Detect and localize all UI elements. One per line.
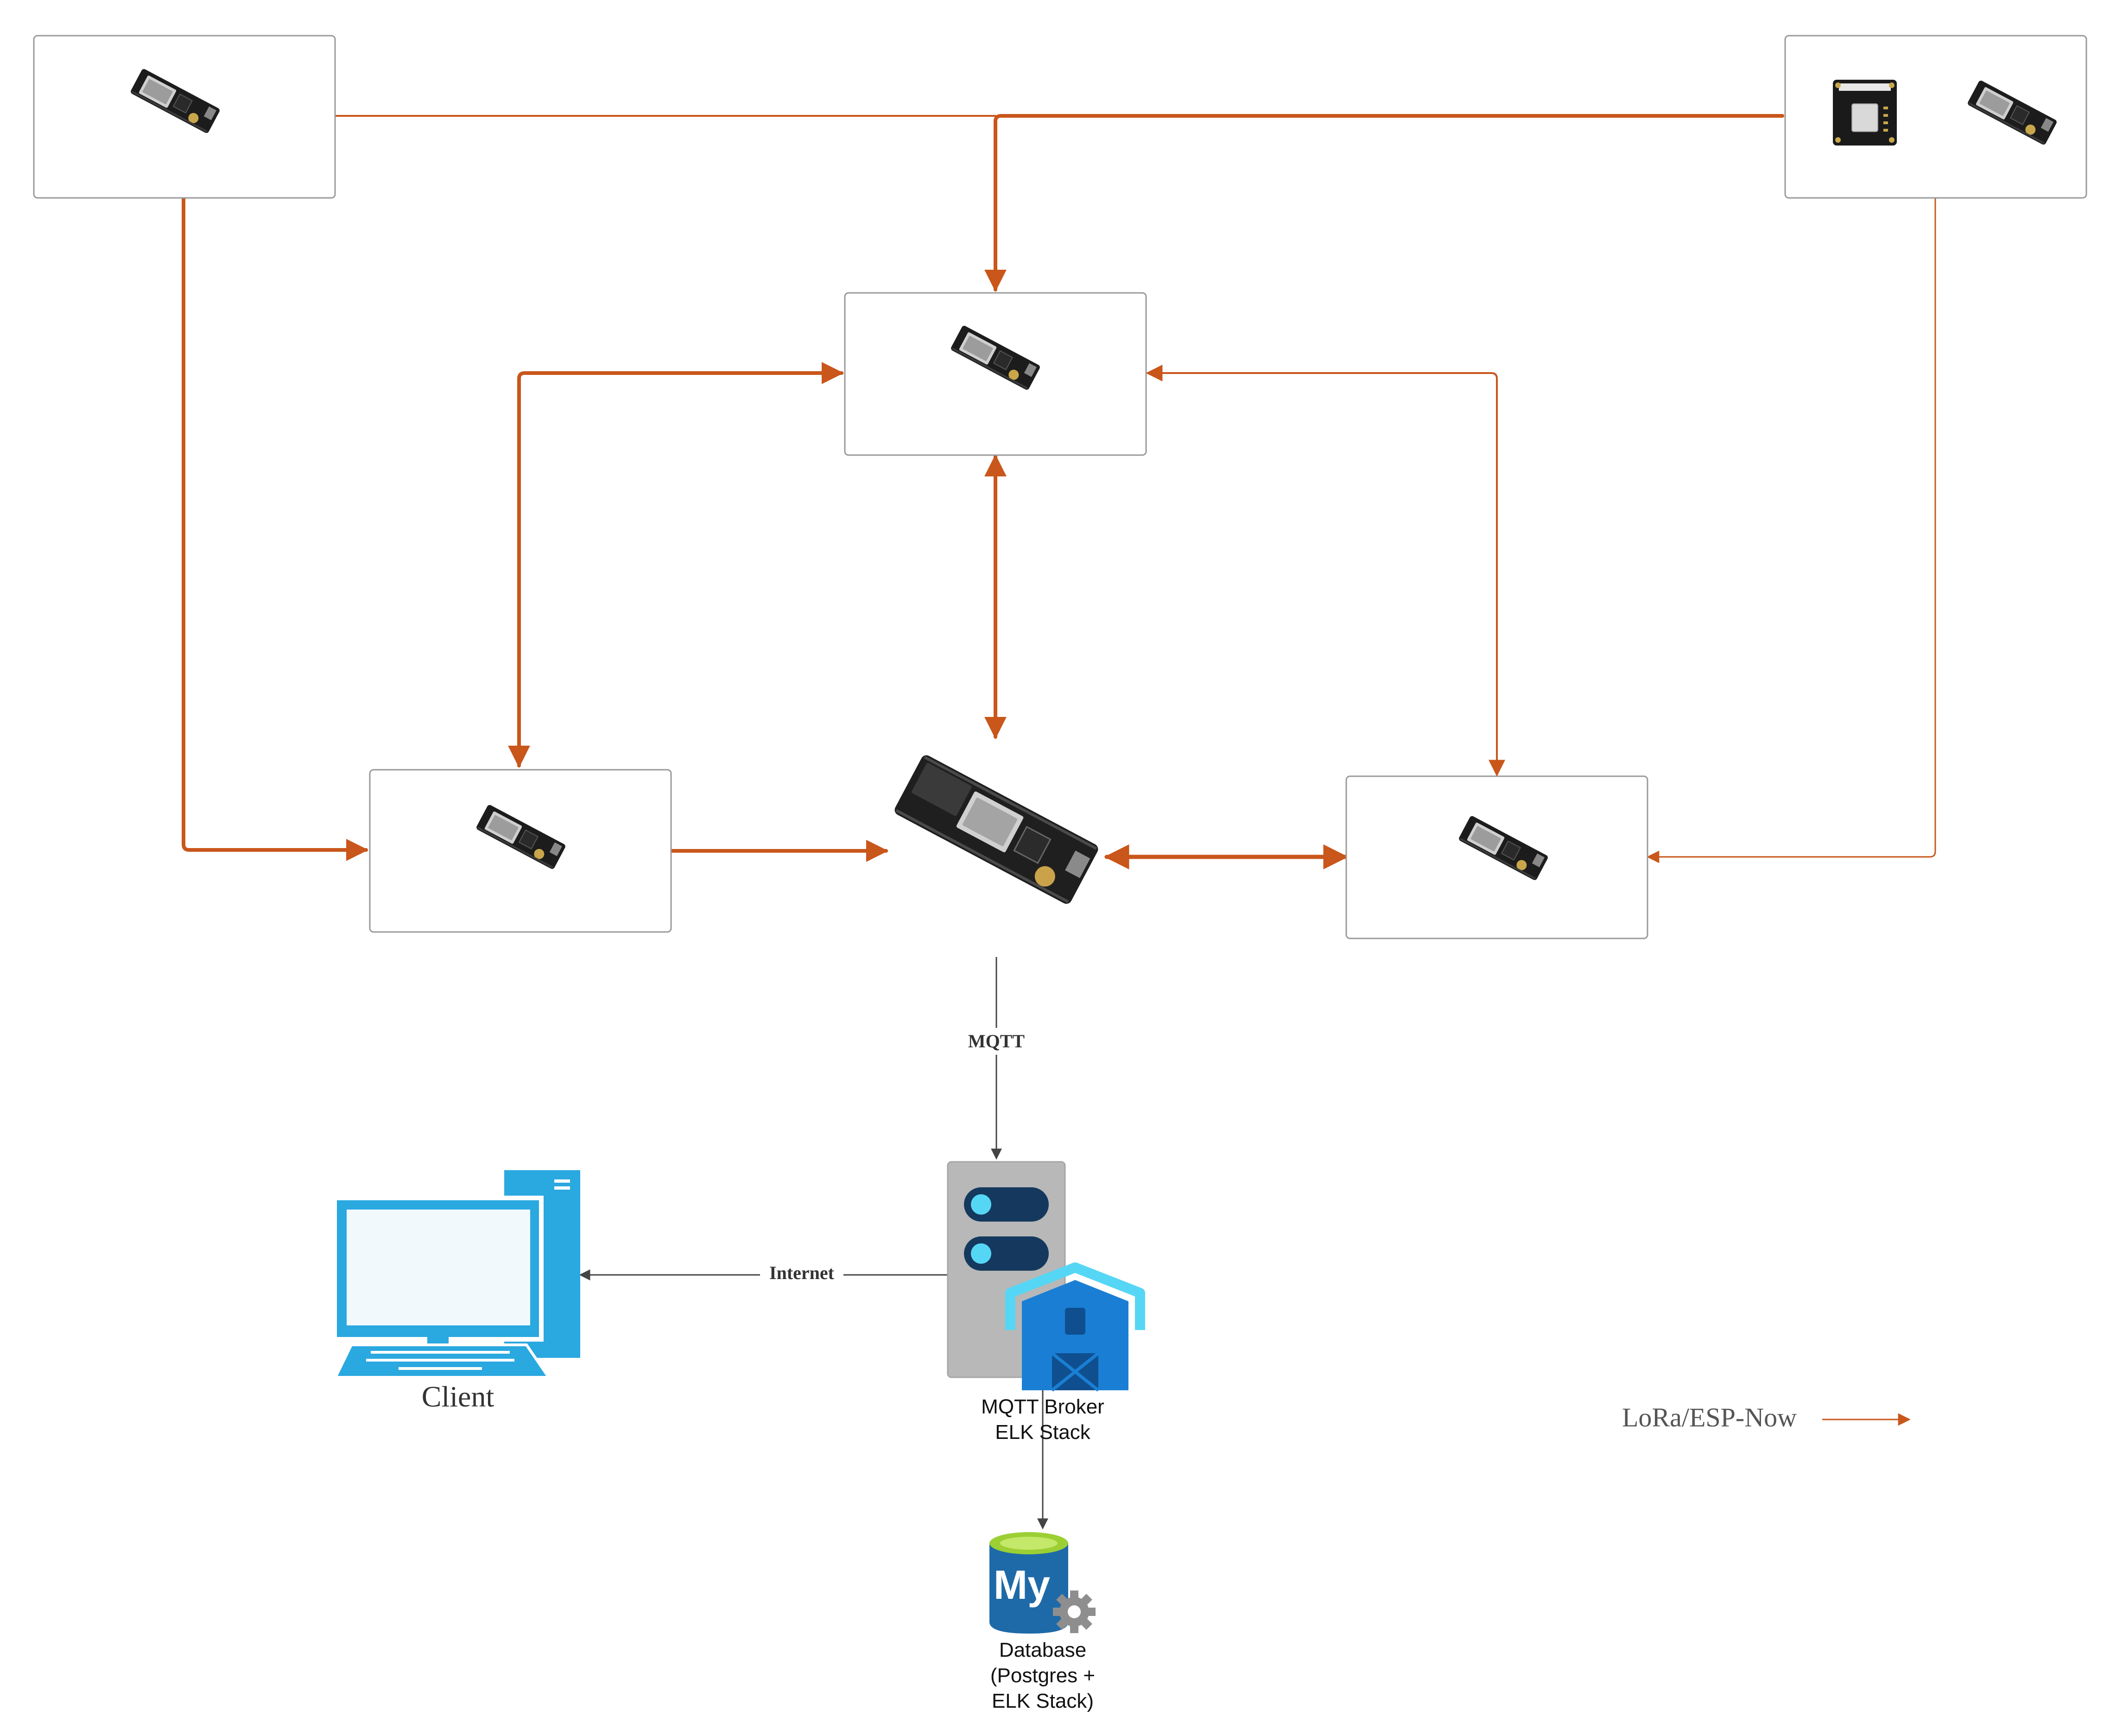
node-bottom-right[interactable]	[1345, 775, 1648, 939]
link-center-bottomleft	[508, 362, 844, 768]
gear-icon	[1053, 1590, 1096, 1633]
lora-links	[182, 114, 1936, 869]
node-top-left[interactable]	[33, 35, 336, 199]
link-topleft-to-bottomleft	[182, 196, 368, 861]
database-caption-line3: ELK Stack)	[992, 1690, 1094, 1712]
link-topright-to-center	[984, 114, 1784, 292]
internet-link-label: Internet	[760, 1261, 843, 1287]
server-caption: MQTT Broker ELK Stack	[981, 1395, 1104, 1444]
legend-label: LoRa/ESP-Now	[1622, 1402, 1797, 1432]
server-caption-line1: MQTT Broker	[981, 1395, 1104, 1418]
node-bottom-left[interactable]	[369, 769, 672, 933]
lora-gateway-board-icon[interactable]	[893, 753, 1100, 906]
database-caption-line2: (Postgres +	[990, 1664, 1095, 1687]
link-topright-to-bottomright	[1647, 196, 1936, 863]
link-center-bottomright	[1146, 365, 1505, 777]
server-caption-line2: ELK Stack	[995, 1421, 1090, 1444]
database-caption: Database (Postgres + ELK Stack)	[990, 1639, 1095, 1712]
database-caption-line1: Database	[999, 1639, 1086, 1661]
desktop-computer-icon[interactable]	[332, 1170, 580, 1379]
database-logo-text: My	[994, 1562, 1050, 1608]
client-label: Client	[422, 1380, 494, 1413]
node-center[interactable]	[844, 292, 1147, 456]
mqtt-label: MQTT	[968, 1031, 1025, 1052]
mysql-database-icon[interactable]: My	[989, 1532, 1096, 1634]
barn-icon	[1005, 1262, 1145, 1392]
legend: LoRa/ESP-Now	[1622, 1402, 1911, 1432]
node-top-right[interactable]	[1784, 35, 2087, 199]
mqtt-link-label: MQTT	[959, 1028, 1033, 1055]
internet-label: Internet	[769, 1262, 835, 1283]
air-quality-sensor-icon	[1833, 80, 1897, 146]
